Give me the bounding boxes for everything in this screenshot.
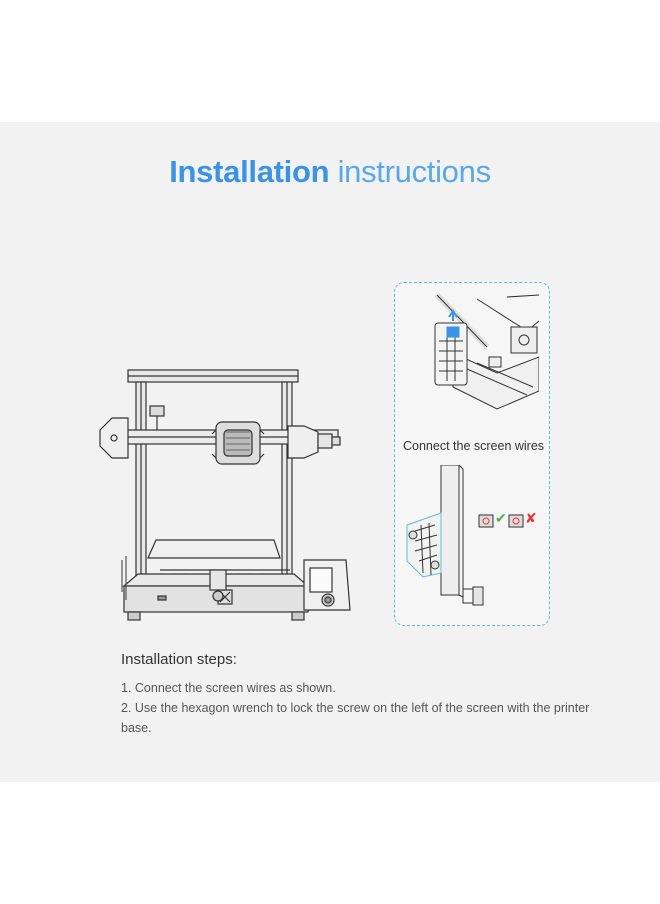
installation-steps: Installation steps: 1. Connect the scree… [121, 651, 591, 738]
detail-caption: Connect the screen wires [403, 439, 545, 453]
cross-icon: ✘ [525, 510, 537, 526]
wire-connection-illustration [407, 291, 540, 413]
screen-mount-illustration: ✔ ✘ [401, 464, 545, 621]
page-title: Installation instructions [0, 154, 660, 190]
title-bold: Installation [169, 154, 330, 189]
steps-heading: Installation steps: [121, 651, 237, 668]
detail-callout: ✔ ✘ [394, 282, 550, 626]
step-2: 2. Use the hexagon wrench to lock the sc… [121, 701, 590, 735]
check-icon: ✔ [495, 510, 507, 526]
printer-illustration [98, 360, 354, 622]
title-light: instructions [337, 154, 491, 189]
step-1: 1. Connect the screen wires as shown. [121, 681, 336, 695]
